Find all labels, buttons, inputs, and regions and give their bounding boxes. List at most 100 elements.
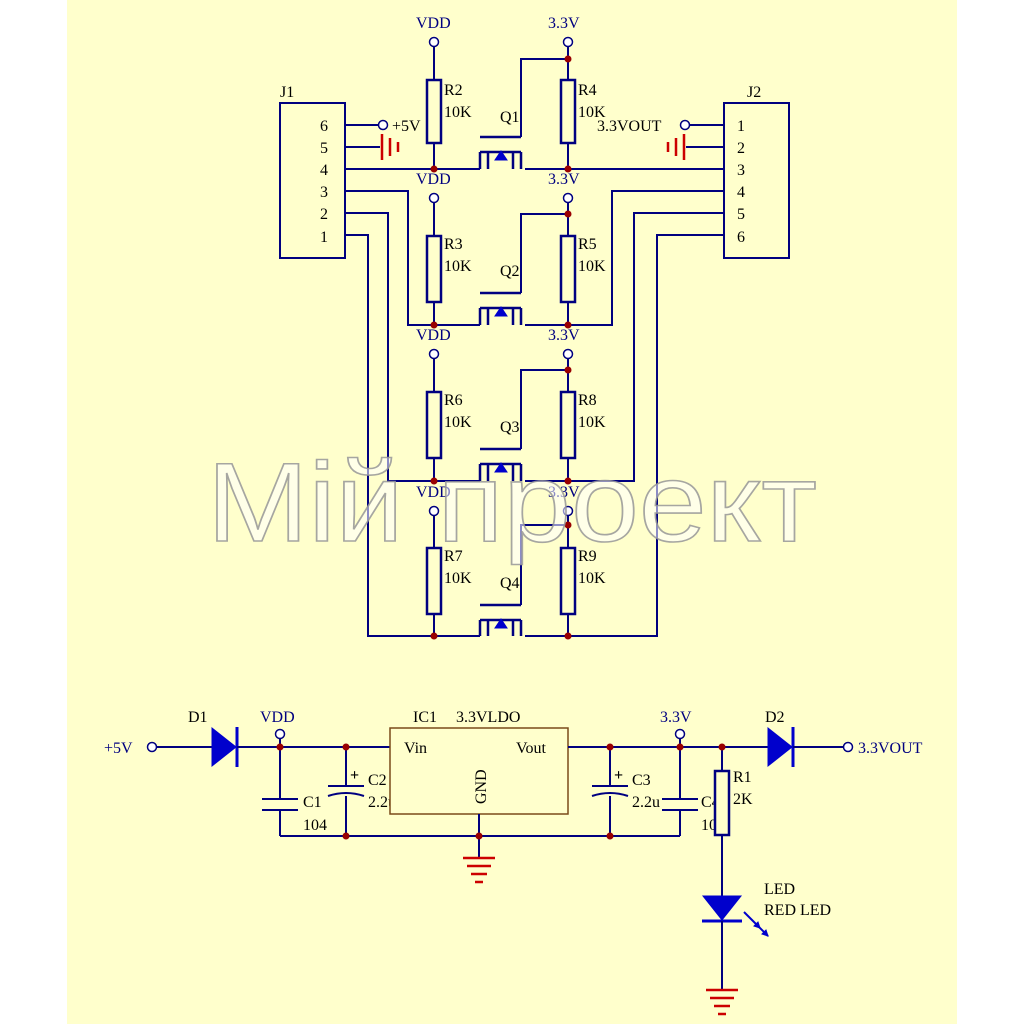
j2-power-pins: 3.3VOUT <box>597 118 724 160</box>
led-indicator <box>701 895 769 937</box>
ground-symbol <box>463 856 495 884</box>
led-ref: LED <box>764 881 795 898</box>
j2-pin-label: 1 <box>737 118 745 135</box>
connector-j1: J1 6 5 4 3 2 1 <box>279 84 346 259</box>
resistor-ref: R2 <box>444 82 463 99</box>
j1-pin-label: 2 <box>320 206 328 223</box>
resistor-r2 <box>425 78 443 145</box>
capacitor-ref: C2 <box>368 772 387 789</box>
resistor-value: 10K <box>444 414 472 431</box>
net-label-3v3: 3.3V <box>548 327 580 344</box>
j1-pin-label: 4 <box>320 162 328 179</box>
regulator-ic1: Vin Vout GND <box>389 727 569 815</box>
regulator-vin-label: Vin <box>404 740 427 757</box>
net-label-3v3: 3.3V <box>548 15 580 32</box>
net-label-3v3out: 3.3VOUT <box>858 740 923 757</box>
diode-ref: D2 <box>765 709 785 726</box>
j1-pin-label: 1 <box>320 229 328 246</box>
j2-pin-label: 4 <box>737 184 745 201</box>
j1-pin-label: 5 <box>320 140 328 157</box>
resistor-ref: R4 <box>578 82 597 99</box>
resistor-ref: R6 <box>444 392 463 409</box>
resistor-ref: R5 <box>578 236 597 253</box>
resistor-ref: R8 <box>578 392 597 409</box>
net-label-vdd: VDD <box>416 484 451 501</box>
resistor-value: 10K <box>578 104 606 121</box>
regulator-part: 3.3VLDO <box>456 709 520 726</box>
j2-pin-label: 2 <box>737 140 745 157</box>
net-label-vdd: VDD <box>416 15 451 32</box>
resistor-value: 10K <box>444 570 472 587</box>
resistor-value: 10K <box>578 258 606 275</box>
regulator-ref: IC1 <box>413 709 437 726</box>
gate-wire <box>520 524 568 605</box>
watermark-text: Мій проект <box>207 440 817 565</box>
capacitor-ref: C3 <box>632 772 651 789</box>
resistor-r3 <box>425 234 443 304</box>
mosfet-ref: Q4 <box>500 575 520 592</box>
resistor-value: 10K <box>444 104 472 121</box>
j1-pin-label: 3 <box>320 184 328 201</box>
stage-3: VDD R6 10K 3.3V R8 10K Q3 <box>416 327 606 485</box>
diode-d1 <box>211 726 239 768</box>
stage-4: VDD R7 10K 3.3V R9 10K Q4 <box>416 484 606 640</box>
mosfet-ref: Q2 <box>500 263 520 280</box>
mosfet-ref: Q1 <box>500 109 520 126</box>
stage-2: VDD R3 10K 3.3V R5 10K Q2 <box>416 171 606 329</box>
ground-symbol <box>666 134 686 160</box>
capacitor-c3 <box>592 747 628 836</box>
capacitor-value: 2.2u <box>632 794 660 811</box>
net-label-vdd: VDD <box>416 327 451 344</box>
net-label-5v: +5V <box>104 740 133 757</box>
resistor-ref: R7 <box>444 548 463 565</box>
wire-channel-2 <box>345 190 724 326</box>
schematic-sheet <box>67 0 957 1024</box>
j2-pin-label: 6 <box>737 229 745 246</box>
j2-pin-label: 3 <box>737 162 745 179</box>
resistor-value: 2K <box>733 791 753 808</box>
capacitor-value: 2.2u <box>368 794 396 811</box>
resistor-ref: R3 <box>444 236 463 253</box>
wire-channel-4 <box>345 234 724 637</box>
j1-power-pins: +5V <box>345 118 421 160</box>
j1-pin-label: 6 <box>320 118 328 135</box>
power-supply: +5V D1 VDD C1 104 + C2 2.2u Vin Vout GND… <box>104 709 923 1016</box>
led-value: RED LED <box>764 902 831 919</box>
resistor-r4 <box>559 78 577 145</box>
j2-pin-label: 5 <box>737 206 745 223</box>
mosfet-q4 <box>478 603 523 636</box>
resistor-value: 10K <box>578 570 606 587</box>
resistor-value: 10K <box>444 258 472 275</box>
resistor-ref: R1 <box>733 769 752 786</box>
mosfet-ref: Q3 <box>500 419 520 436</box>
net-label-5v: +5V <box>392 118 421 135</box>
gate-wire <box>520 369 568 449</box>
capacitor-c1 <box>262 747 298 836</box>
svg-text:+: + <box>350 767 359 784</box>
capacitor-c2 <box>328 747 364 836</box>
svg-text:+: + <box>614 767 623 784</box>
diode-d2 <box>767 726 795 768</box>
mosfet-q1 <box>478 135 523 169</box>
mosfet-q3 <box>478 447 523 481</box>
net-label-3v3: 3.3V <box>548 171 580 188</box>
net-label-vdd: VDD <box>260 709 295 726</box>
net-label-3v3: 3.3V <box>548 484 580 501</box>
regulator-vout-label: Vout <box>516 740 546 757</box>
capacitor-ref: C1 <box>303 794 322 811</box>
mosfet-q2 <box>478 291 523 325</box>
net-label-vdd: VDD <box>416 171 451 188</box>
capacitor-c4 <box>662 747 698 836</box>
resistor-r1 <box>713 769 731 837</box>
stage-1: VDD R2 10K 3.3V R4 10K Q1 <box>416 15 606 173</box>
j1-ref: J1 <box>280 84 294 101</box>
resistor-r5 <box>559 234 577 304</box>
j2-ref: J2 <box>747 84 761 101</box>
regulator-gnd-label: GND <box>473 769 490 804</box>
net-label-3v3out: 3.3VOUT <box>597 118 662 135</box>
net-label-3v3: 3.3V <box>660 709 692 726</box>
gate-wire <box>520 213 568 293</box>
resistor-value: 10K <box>578 414 606 431</box>
resistor-ref: R9 <box>578 548 597 565</box>
